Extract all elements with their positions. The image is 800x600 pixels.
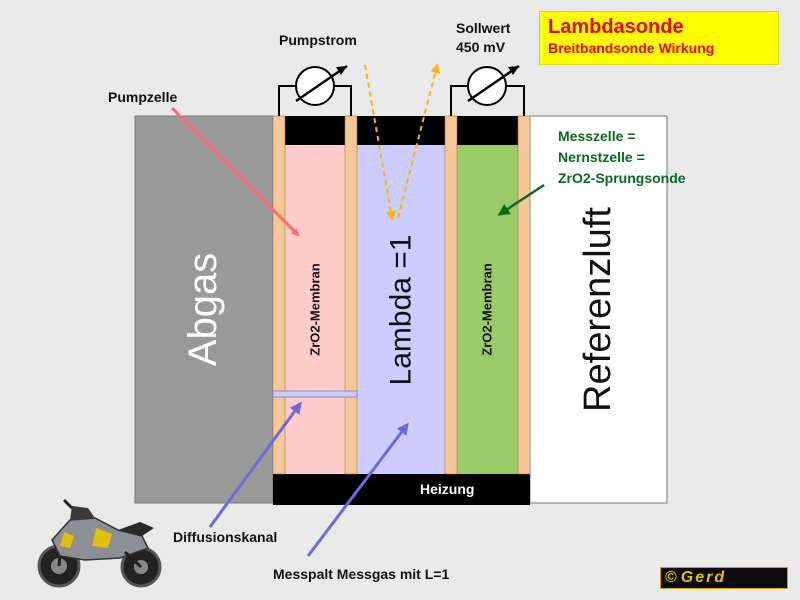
messzelle-line1: Messzelle = (558, 128, 636, 144)
messzelle-line2: Nernstzelle = (558, 149, 645, 165)
abgas-label: Abgas (181, 252, 226, 367)
pump-flow-arrow-down (364, 64, 396, 221)
copyright-badge: © Gerd (660, 567, 788, 589)
diffusionskanal-arrow (208, 401, 302, 528)
sollwert-line1: Sollwert (456, 20, 511, 36)
messspalt-arrow (306, 422, 409, 557)
lambda-label: Lambda =1 (384, 234, 418, 385)
messspalt-label: Messpalt Messgas mit L=1 (273, 566, 450, 582)
pumpzelle-arrow (170, 106, 300, 237)
pumpzelle-label: Pumpzelle (108, 89, 178, 105)
messzelle-label: Messzelle = Nernstzelle = ZrO2-Sprungson… (558, 126, 686, 189)
electrode (517, 115, 531, 475)
pump-flow-arrow-up (397, 63, 441, 219)
sollwert-label: Sollwert 450 mV (456, 19, 510, 57)
membran-right-label: ZrO2-Membran (480, 263, 495, 356)
messzelle-line3: ZrO2-Sprungsonde (558, 170, 686, 186)
pump-cell (285, 145, 345, 474)
electrode (272, 115, 286, 475)
lambda-gap (357, 145, 445, 474)
referenzluft-region (529, 115, 668, 504)
voltmeter-icon (450, 64, 525, 116)
electrode (344, 115, 358, 475)
top-contact-bar (273, 116, 530, 145)
sollwert-line2: 450 mV (456, 39, 506, 55)
nernst-cell (457, 145, 518, 474)
copyright-name: Gerd (680, 569, 727, 586)
diffusion-channel (272, 390, 358, 398)
ammeter-icon (278, 64, 352, 116)
heizung-label: Heizung (420, 481, 475, 497)
pumpstrom-label: Pumpstrom (279, 32, 357, 48)
heater-bar (273, 474, 530, 505)
title-sub: Breitbandsonde Wirkung (548, 40, 715, 56)
title-box: Lambdasonde Breitbandsonde Wirkung (539, 11, 779, 65)
title-main: Lambdasonde (548, 16, 684, 38)
copyright-symbol: © (665, 569, 677, 586)
motorcycle-icon (37, 498, 162, 588)
diffusionskanal-label: Diffusionskanal (173, 529, 278, 545)
membran-left-label: ZrO2-Membran (307, 263, 323, 356)
messzelle-arrow (497, 183, 545, 216)
electrode (444, 115, 458, 475)
